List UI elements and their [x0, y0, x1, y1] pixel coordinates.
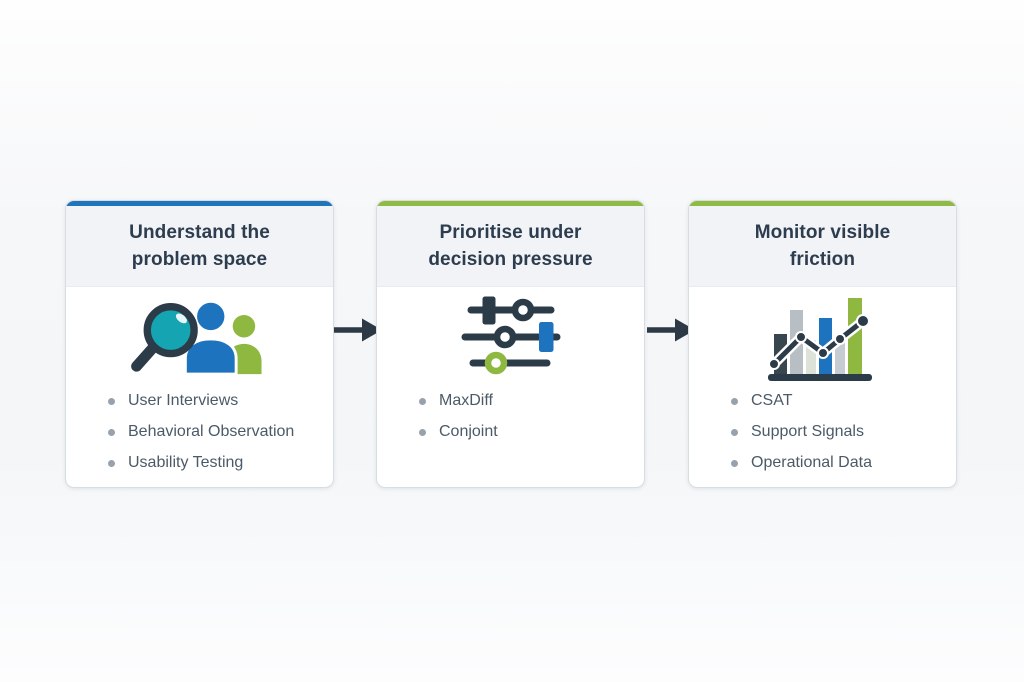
- list-item: Usability Testing: [108, 451, 333, 475]
- flow-arrow-icon: [647, 316, 695, 349]
- bullet-dot-icon: [419, 397, 426, 405]
- bullet-dot-icon: [108, 397, 115, 405]
- magnifier-users-icon: [66, 287, 333, 385]
- bullet-dot-icon: [108, 459, 115, 467]
- flow-arrow-icon: [334, 316, 382, 349]
- bullet-dot-icon: [731, 428, 738, 436]
- bullet-label: MaxDiff: [439, 392, 493, 409]
- bullet-dot-icon: [419, 428, 426, 436]
- card-accent-bar: [689, 201, 956, 206]
- bar-chart-trend-icon: [689, 287, 956, 385]
- card-header: Prioritise under decision pressure: [377, 206, 644, 287]
- card-body: MaxDiff Conjoint: [377, 287, 644, 444]
- card-header: Monitor visible friction: [689, 206, 956, 287]
- card-title: Monitor visible friction: [754, 222, 891, 270]
- bullet-list: CSAT Support Signals Operational Data: [689, 389, 956, 475]
- list-item: User Interviews: [108, 389, 333, 413]
- sliders-icon: [377, 287, 644, 385]
- bullet-label: Support Signals: [751, 423, 864, 440]
- card-body: User Interviews Behavioral Observation U…: [66, 287, 333, 475]
- bullet-label: Usability Testing: [128, 454, 244, 471]
- bullet-dot-icon: [731, 459, 738, 467]
- bullet-label: Operational Data: [751, 454, 872, 471]
- list-item: Conjoint: [419, 420, 644, 444]
- card-understand-problem-space: Understand the problem space User: [65, 200, 334, 488]
- card-body: CSAT Support Signals Operational Data: [689, 287, 956, 475]
- list-item: Support Signals: [731, 420, 956, 444]
- card-prioritise-decision-pressure: Prioritise under decision pressure MaxDi…: [376, 200, 645, 488]
- list-item: Behavioral Observation: [108, 420, 333, 444]
- bullet-label: Behavioral Observation: [128, 423, 295, 440]
- bullet-label: CSAT: [751, 392, 793, 409]
- card-title: Prioritise under decision pressure: [428, 222, 593, 270]
- card-accent-bar: [377, 201, 644, 206]
- list-item: Operational Data: [731, 451, 956, 475]
- bullet-dot-icon: [731, 397, 738, 405]
- bullet-dot-icon: [108, 428, 115, 436]
- bullet-list: User Interviews Behavioral Observation U…: [66, 389, 333, 475]
- list-item: MaxDiff: [419, 389, 644, 413]
- card-header: Understand the problem space: [66, 206, 333, 287]
- card-title: Understand the problem space: [129, 222, 270, 270]
- bullet-label: User Interviews: [128, 392, 239, 409]
- bullet-label: Conjoint: [439, 423, 498, 440]
- card-monitor-visible-friction: Monitor visible friction: [688, 200, 957, 488]
- card-accent-bar: [66, 201, 333, 206]
- list-item: CSAT: [731, 389, 956, 413]
- bullet-list: MaxDiff Conjoint: [377, 389, 644, 444]
